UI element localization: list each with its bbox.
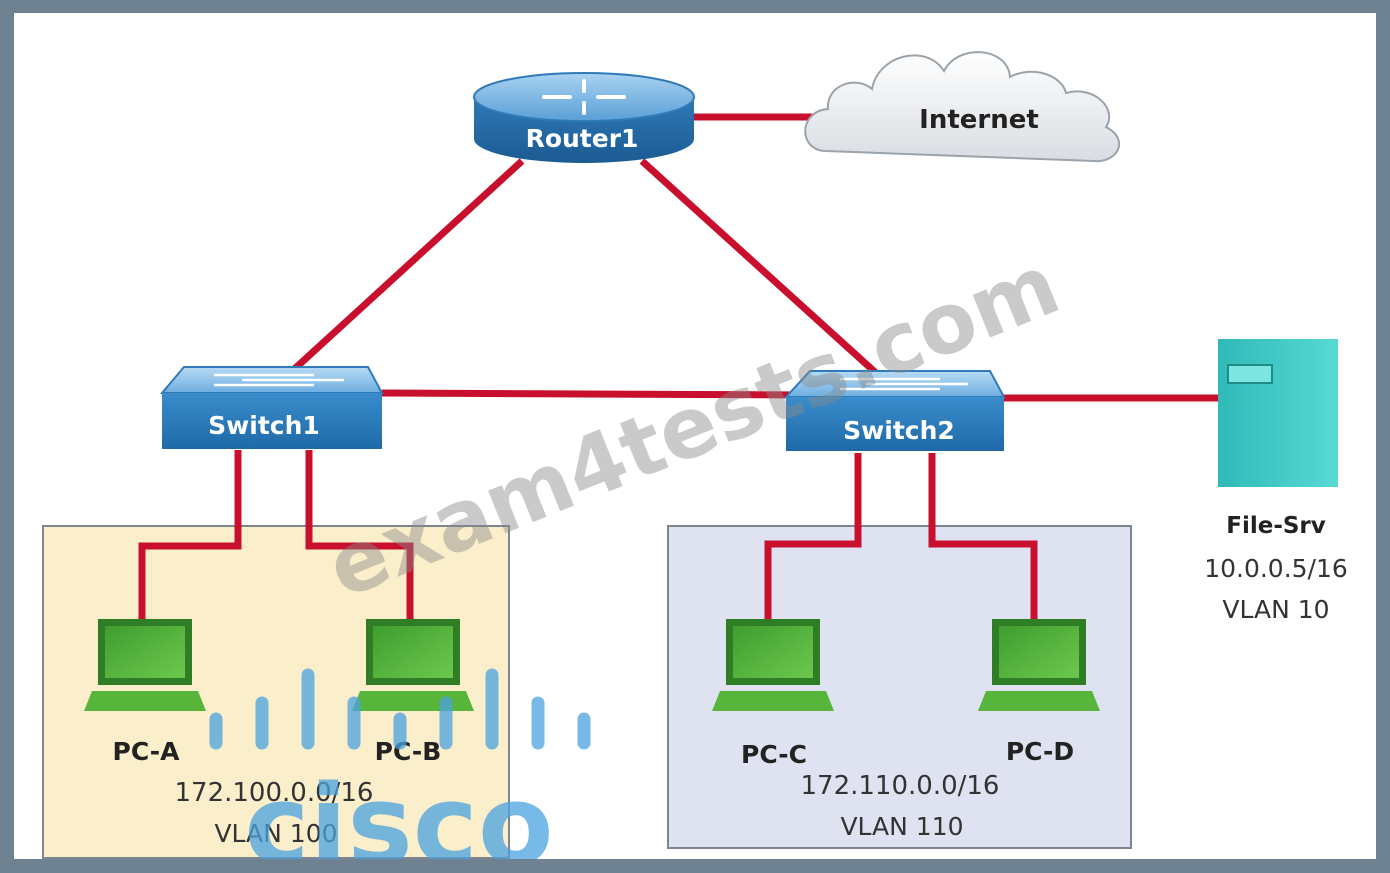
diagram-svg: Internet Router1 Switch1 Switch2: [42, 51, 1348, 859]
link-router1-switch1: [287, 158, 525, 376]
pc-d-label: PC-D: [1006, 737, 1074, 766]
file-srv-ip: 10.0.0.5/16: [1204, 554, 1348, 583]
link-switch1-pc-b: [305, 450, 414, 623]
internet-cloud-icon: [804, 51, 1120, 163]
pc-c-icon: [712, 619, 834, 711]
internet-label: Internet: [919, 105, 1039, 135]
link-switch1-pc-a: [138, 450, 242, 623]
pc-d-icon: [978, 619, 1100, 711]
link-router1-switch2: [639, 158, 879, 376]
cisco-logo-text: cisco: [244, 761, 553, 859]
router-icon: [473, 72, 695, 163]
pc-b-label: PC-B: [375, 737, 442, 766]
pc-b-icon: [352, 619, 474, 711]
network-diagram: Internet Router1 Switch1 Switch2: [14, 13, 1376, 859]
switch1-label: Switch1: [208, 411, 320, 440]
vlan100-network: 172.100.0.0/16: [175, 778, 374, 808]
file-srv-label: File-Srv: [1226, 513, 1326, 539]
cisco-logo: cisco: [209, 668, 591, 859]
link-switch2-pc-c: [764, 453, 862, 623]
vlan100-name: VLAN 100: [214, 819, 337, 848]
vlan110-network: 172.110.0.0/16: [801, 771, 1000, 801]
pc-a-label: PC-A: [113, 737, 181, 766]
vlan110-area: [667, 525, 1132, 849]
link-switch2-pc-d: [928, 453, 1038, 623]
server-icon: [1218, 339, 1338, 487]
switch2-label: Switch2: [843, 416, 955, 445]
router1-label: Router1: [526, 124, 639, 153]
links: [138, 113, 1218, 623]
pc-c-label: PC-C: [741, 740, 807, 769]
vlan110-name: VLAN 110: [840, 812, 963, 841]
file-srv-vlan: VLAN 10: [1222, 595, 1329, 624]
switch2-icon: [783, 370, 1006, 451]
pc-a-icon: [84, 619, 206, 711]
link-switch1-switch2: [381, 389, 805, 399]
switch1-icon: [159, 366, 384, 449]
